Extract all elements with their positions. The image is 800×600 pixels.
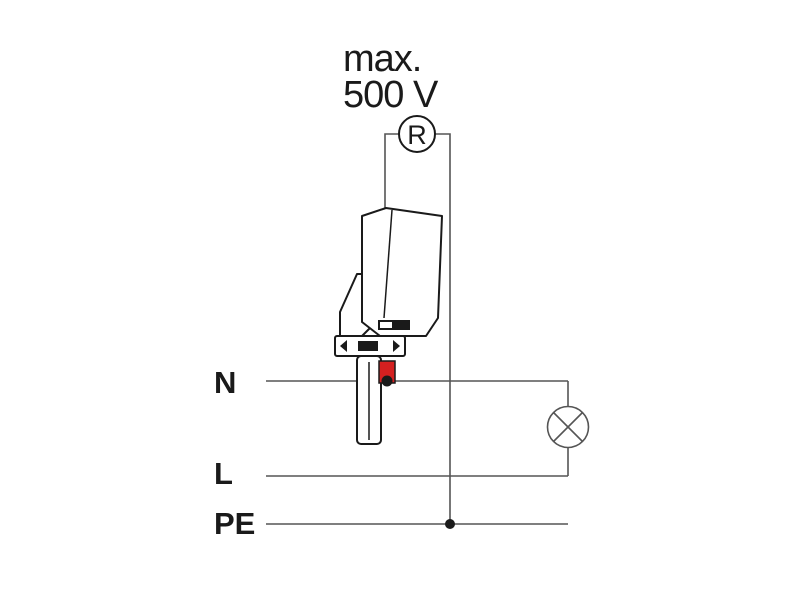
collar-arrow-left bbox=[340, 340, 347, 352]
probe-cable bbox=[384, 133, 399, 212]
tester-icon bbox=[334, 207, 443, 445]
rail-label-pe: PE bbox=[214, 506, 256, 541]
pe-junction-dot bbox=[445, 519, 455, 529]
tester-display bbox=[378, 320, 410, 330]
rail-label-l: L bbox=[214, 456, 233, 491]
tester-housing bbox=[361, 207, 443, 337]
red-contact-terminal bbox=[378, 360, 396, 387]
collar-arrow-right bbox=[393, 340, 400, 352]
pe-return-wire bbox=[434, 133, 451, 524]
lamp-icon bbox=[546, 405, 590, 449]
voltage-label-line2: 500 V bbox=[343, 74, 438, 116]
resistor-label: R bbox=[407, 120, 427, 150]
rail-label-n: N bbox=[214, 365, 237, 400]
resistor-icon: R bbox=[398, 115, 436, 153]
voltage-label-line1: max. bbox=[343, 38, 422, 80]
